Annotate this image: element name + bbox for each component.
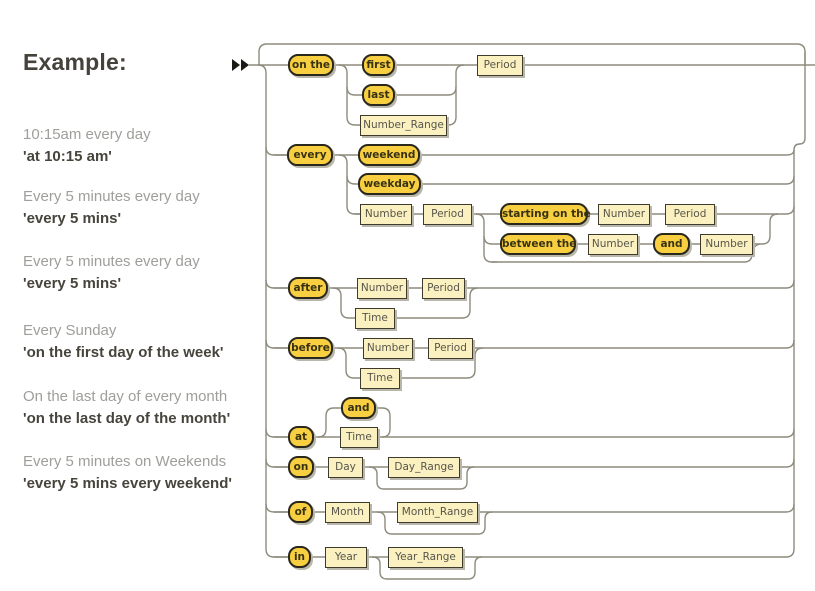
nonterminal-number: Number bbox=[363, 338, 413, 359]
terminal-before: before bbox=[288, 337, 333, 359]
nonterminal-time: Time bbox=[355, 308, 395, 329]
nonterminal-period: Period bbox=[665, 204, 715, 225]
nonterminal-number-range: Number_Range bbox=[360, 115, 447, 136]
nonterminal-year-range: Year_Range bbox=[388, 547, 463, 568]
example-expression: 'every 5 mins' bbox=[23, 275, 122, 292]
terminal-and: and bbox=[653, 233, 690, 255]
terminal-after: after bbox=[288, 277, 328, 299]
terminal-at: at bbox=[288, 426, 314, 448]
terminal-between-the: between the bbox=[500, 233, 576, 255]
terminal-first: first bbox=[362, 54, 395, 76]
nonterminal-period: Period bbox=[428, 338, 473, 359]
terminal-last: last bbox=[362, 84, 395, 106]
example-description: 10:15am every day bbox=[23, 126, 151, 143]
nonterminal-period: Period bbox=[423, 204, 472, 225]
example-expression: 'every 5 mins every weekend' bbox=[23, 475, 232, 492]
example-description: Every Sunday bbox=[23, 322, 117, 339]
terminal-of: of bbox=[288, 501, 313, 523]
example-description: Every 5 minutes every day bbox=[23, 253, 200, 270]
examples-heading: Example: bbox=[23, 49, 127, 75]
example-expression: 'on the last day of the month' bbox=[23, 410, 231, 427]
nonterminal-number: Number bbox=[357, 278, 407, 299]
nonterminal-time: Time bbox=[360, 368, 400, 389]
nonterminal-year: Year bbox=[325, 547, 367, 568]
nonterminal-month-range: Month_Range bbox=[397, 502, 478, 523]
example-description: On the last day of every month bbox=[23, 388, 228, 405]
nonterminal-number: Number bbox=[588, 234, 638, 255]
example-expression: 'at 10:15 am' bbox=[23, 148, 112, 165]
nonterminal-period: Period bbox=[422, 278, 465, 299]
nonterminal-number: Number bbox=[360, 204, 412, 225]
example-description: Every 5 minutes on Weekends bbox=[23, 453, 227, 470]
terminal-and: and bbox=[341, 397, 376, 419]
nonterminal-month: Month bbox=[325, 502, 370, 523]
nonterminal-period: Period bbox=[477, 55, 523, 76]
terminal-in: in bbox=[288, 546, 311, 568]
example-description: Every 5 minutes every day bbox=[23, 188, 200, 205]
nonterminal-time: Time bbox=[340, 427, 378, 448]
nonterminal-number: Number bbox=[598, 204, 650, 225]
terminal-weekday: weekday bbox=[358, 173, 421, 195]
terminal-on: on bbox=[288, 456, 314, 478]
example-expression: 'every 5 mins' bbox=[23, 210, 122, 227]
terminal-weekend: weekend bbox=[358, 144, 420, 166]
example-expression: 'on the first day of the week' bbox=[23, 344, 224, 361]
nonterminal-number: Number bbox=[700, 234, 753, 255]
terminal-starting-on-the: starting on the bbox=[500, 203, 591, 225]
nonterminal-day-range: Day_Range bbox=[388, 457, 460, 478]
terminal-on-the: on the bbox=[288, 54, 334, 76]
start-arrow-icon bbox=[232, 59, 249, 71]
terminal-every: every bbox=[287, 144, 333, 166]
nonterminal-day: Day bbox=[328, 457, 363, 478]
